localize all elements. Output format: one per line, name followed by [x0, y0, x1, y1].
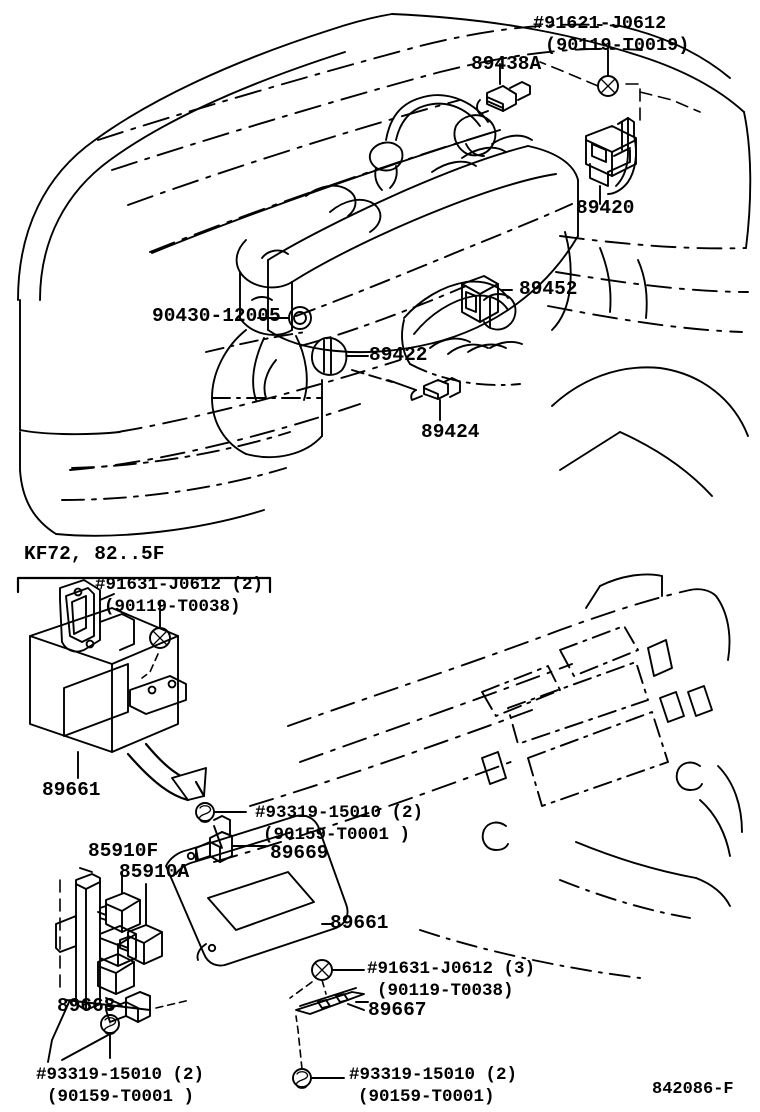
label-89667: 89667 — [368, 999, 427, 1021]
label-93319-screw-bc-alt: (90159-T0001) — [358, 1087, 495, 1107]
label-85910a: 85910A — [119, 861, 190, 883]
label-89424: 89424 — [421, 421, 480, 443]
label-93319-screw-bl: #93319-15010 (2) — [36, 1065, 205, 1085]
label-93319-screw-bl-alt: (90159-T0001 ) — [47, 1087, 195, 1107]
label-93319-screw-mid: #93319-15010 (2) — [255, 803, 424, 823]
label-91621-bolt: #91621-J0612 — [533, 13, 667, 34]
label-89452: 89452 — [519, 278, 578, 300]
label-91631-bolt-2: #91631-J0612 (2) — [95, 575, 264, 595]
label-89420: 89420 — [576, 197, 635, 219]
label-89422: 89422 — [369, 344, 428, 366]
label-93319-screw-bc: #93319-15010 (2) — [349, 1065, 518, 1085]
section-title-kf72: KF72, 82..5F — [24, 543, 165, 565]
label-89669: 89669 — [270, 842, 329, 864]
label-89661-bottom: 89661 — [330, 912, 389, 934]
label-91631-bolt-3-alt: (90119-T0038) — [377, 981, 514, 1001]
label-93319-screw-mid-alt: (90159-T0001 ) — [263, 825, 411, 845]
label-90430-12005: 90430-12005 — [152, 305, 281, 327]
label-89438a: 89438A — [471, 53, 542, 75]
label-89661-top: 89661 — [42, 779, 101, 801]
label-85910f: 85910F — [88, 840, 159, 862]
label-89668: 89668 — [57, 995, 116, 1017]
figure-number: 842086-F — [652, 1080, 734, 1099]
label-91631-bolt-3: #91631-J0612 (3) — [367, 959, 536, 979]
label-91621-bolt-alt: (90119-T0019) — [545, 35, 690, 56]
label-91631-bolt-2-alt: (90119-T0038) — [104, 597, 241, 617]
